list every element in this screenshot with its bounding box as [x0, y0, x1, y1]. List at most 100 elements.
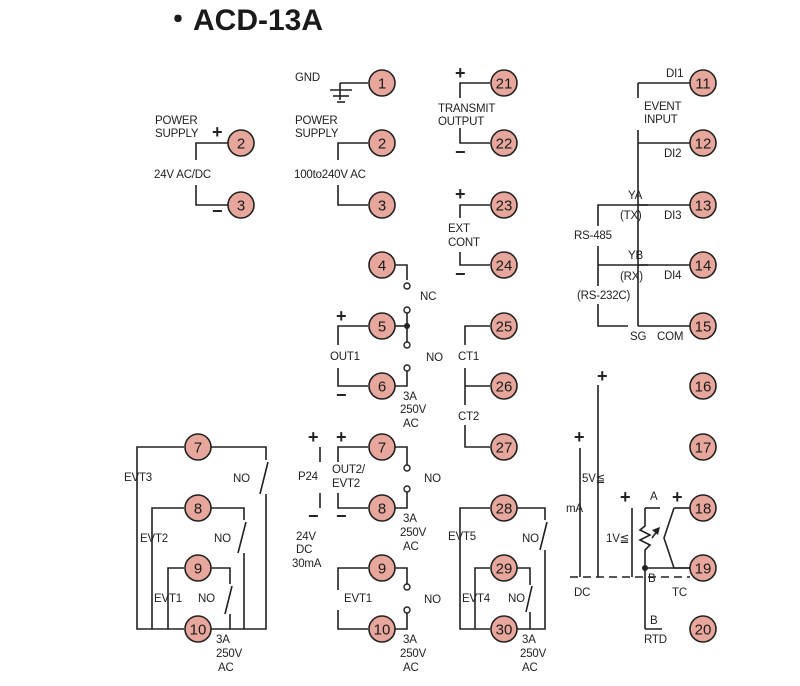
label-rs232c: (RS-232C) — [577, 290, 631, 302]
plus-sign: + — [597, 366, 608, 386]
svg-text:2: 2 — [237, 136, 245, 153]
label-24v-dc: 24V — [296, 531, 316, 543]
diagram-labels: GND POWER SUPPLY + 24V AC/DC − POWER SUP… — [124, 63, 687, 674]
terminal-14[interactable]: 14 — [689, 251, 717, 279]
terminal-29[interactable]: 29 — [490, 554, 518, 582]
terminal-16[interactable]: 16 — [689, 372, 717, 400]
minus-sign: − — [212, 201, 223, 221]
terminal-20[interactable]: 20 — [689, 615, 717, 643]
label-tc: TC — [672, 587, 687, 599]
svg-text:20: 20 — [695, 622, 712, 639]
plus-sign: + — [455, 184, 466, 204]
terminal-11[interactable]: 11 — [689, 69, 717, 97]
terminal-21[interactable]: 21 — [490, 69, 518, 97]
terminal-25[interactable]: 25 — [490, 312, 518, 340]
label-no-evt1-left: NO — [198, 593, 215, 605]
label-evt3: EVT3 — [124, 472, 152, 484]
terminal-1[interactable]: 1 — [368, 69, 396, 97]
minus-sign: − — [336, 506, 347, 526]
svg-text:21: 21 — [496, 76, 513, 93]
label-cont: CONT — [448, 237, 480, 249]
plus-sign: + — [620, 487, 631, 507]
terminal-15[interactable]: 15 — [689, 312, 717, 340]
label-5v: 5V≦ — [582, 473, 605, 485]
gnd-wiring — [330, 82, 368, 103]
terminal-27[interactable]: 27 — [490, 433, 518, 461]
terminal-5[interactable]: 5 — [368, 312, 396, 340]
svg-text:25: 25 — [496, 319, 513, 336]
terminal-8-left[interactable]: 8 — [184, 494, 212, 522]
label-no-evt2: NO — [214, 533, 231, 545]
terminal-17[interactable]: 17 — [689, 433, 717, 461]
svg-text:11: 11 — [695, 76, 711, 93]
ct-wiring — [464, 325, 490, 448]
svg-text:23: 23 — [496, 198, 513, 215]
terminal-26[interactable]: 26 — [490, 372, 518, 400]
label-event: EVENT — [644, 101, 682, 113]
terminal-19[interactable]: 19 — [689, 554, 717, 582]
terminal-8[interactable]: 8 — [368, 494, 396, 522]
plus-sign: + — [212, 122, 223, 142]
svg-text:8: 8 — [378, 501, 386, 518]
label-yb: YB — [628, 250, 643, 262]
label-p24: P24 — [298, 471, 319, 483]
label-supply-24v: SUPPLY — [155, 128, 199, 140]
svg-text:13: 13 — [695, 198, 712, 215]
event-input-wiring — [597, 82, 690, 327]
plus-sign: + — [308, 427, 319, 447]
label-no-evt4: NO — [508, 593, 525, 605]
label-rx: (RX) — [620, 271, 643, 283]
label-ext: EXT — [448, 223, 470, 235]
terminal-9-left[interactable]: 9 — [184, 554, 212, 582]
terminal-10[interactable]: 10 — [368, 615, 396, 643]
label-3a-evt1: 3A — [403, 634, 417, 646]
terminal-7-left[interactable]: 7 — [184, 433, 212, 461]
label-ac-out1: AC — [403, 418, 419, 430]
terminal-22[interactable]: 22 — [490, 129, 518, 157]
label-250v-left: 250V — [216, 648, 243, 660]
terminal-7[interactable]: 7 — [368, 433, 396, 461]
terminal-23[interactable]: 23 — [490, 191, 518, 219]
terminal-9[interactable]: 9 — [368, 554, 396, 582]
label-3a-left: 3A — [216, 634, 230, 646]
label-ac-evt45: AC — [522, 662, 538, 674]
label-evt2-left: EVT2 — [140, 533, 168, 545]
svg-text:8: 8 — [194, 501, 202, 518]
terminal-13[interactable]: 13 — [689, 191, 717, 219]
terminal-2-24v[interactable]: 2 — [227, 129, 255, 157]
svg-text:4: 4 — [378, 258, 386, 275]
terminal-6[interactable]: 6 — [368, 372, 396, 400]
label-supply: SUPPLY — [295, 128, 339, 140]
terminal-12[interactable]: 12 — [689, 129, 717, 157]
svg-text:7: 7 — [378, 440, 386, 457]
svg-text:10: 10 — [190, 622, 207, 639]
label-di4: DI4 — [664, 270, 682, 282]
plus-sign: + — [574, 427, 585, 447]
terminal-30[interactable]: 30 — [490, 615, 518, 643]
svg-text:5: 5 — [378, 319, 386, 336]
label-dc: DC — [296, 544, 312, 556]
terminal-3[interactable]: 3 — [368, 191, 396, 219]
label-b-rtd: B — [650, 615, 658, 627]
label-out1: OUT1 — [330, 351, 360, 363]
terminal-3-24v[interactable]: 3 — [227, 191, 255, 219]
terminal-4[interactable]: 4 — [368, 251, 396, 279]
terminal-28[interactable]: 28 — [490, 494, 518, 522]
left-evt-relay-wiring — [136, 446, 269, 630]
terminal-2[interactable]: 2 — [368, 129, 396, 157]
label-ct2: CT2 — [458, 411, 479, 423]
terminal-24[interactable]: 24 — [490, 251, 518, 279]
label-evt5: EVT5 — [448, 531, 476, 543]
svg-text:15: 15 — [695, 319, 712, 336]
minus-sign: − — [455, 264, 466, 284]
terminal-18[interactable]: 18 — [689, 494, 717, 522]
terminal-10-left[interactable]: 10 — [184, 615, 212, 643]
svg-text:14: 14 — [695, 258, 712, 275]
label-250v-out1: 250V — [400, 404, 427, 416]
analog-input-wiring — [570, 385, 690, 630]
label-power: POWER — [295, 115, 337, 127]
svg-text:12: 12 — [695, 136, 712, 153]
label-1v: 1V≦ — [606, 533, 629, 545]
label-dc-input: DC — [574, 587, 590, 599]
